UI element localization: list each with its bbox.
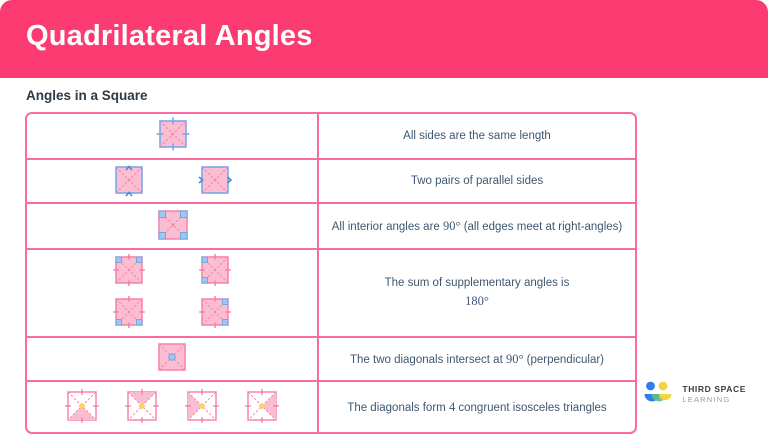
brand-name-line2: LEARNING [682,394,731,404]
table-row: Two pairs of parallel sides [27,160,635,204]
text-part-b: (all edges meet at right-angles) [460,220,623,233]
degree-symbol: ° [455,218,461,233]
square-top-pair-angles-icon [113,254,145,286]
square-left-pair-angles-icon [199,254,231,286]
square-diagonals-center-marker-icon [158,343,186,371]
text-part-a: All interior angles are [331,220,443,233]
brand-logo-text: THIRD SPACE LEARNING [682,385,746,403]
degree-symbol: ° [483,294,489,308]
table-row: The two diagonals intersect at 90° (perp… [27,338,635,382]
square-right-triangle-icon [245,389,279,423]
description-equal-sides: All sides are the same length [403,129,551,142]
description-parallel-sides: Two pairs of parallel sides [410,174,544,187]
description-diagonals-perpendicular: The two diagonals intersect at 90° (perp… [319,338,635,380]
page-title: Quadrilateral Angles [26,20,313,52]
triangle-count: 4 [448,399,456,414]
square-top-triangle-icon [125,389,159,423]
square-bottom-triangle-icon [65,389,99,423]
text-part-b: (perpendicular) [523,353,605,366]
text-part-a: The two diagonals intersect at [349,353,506,366]
third-space-learning-mark-icon [644,381,672,402]
square-four-right-angle-marks-icon [158,210,188,240]
figure-cell-supplementary-angles [27,250,319,336]
angle-sum-value: 180 [465,294,484,308]
figure-cell-congruent-triangles [27,382,319,432]
square-vertical-parallel-arrows-icon [198,166,233,194]
text-part-b: congruent isosceles triangles [455,401,607,414]
brand-name-line1: THIRD SPACE [682,384,746,394]
table-row: The diagonals form 4 congruent isosceles… [27,382,635,432]
square-with-equal-side-ticks-icon [156,117,190,151]
angle-value: 90 [505,351,519,366]
table-row: The sum of supplementary angles is 180° [27,250,635,338]
degree-symbol: ° [518,351,524,366]
description-supplementary-angles: The sum of supplementary angles is 180° [319,250,635,336]
description-congruent-triangles: The diagonals form 4 congruent isosceles… [319,382,635,432]
figure-cell-parallel-sides [27,160,319,202]
square-horizontal-parallel-arrows-icon [115,165,143,197]
properties-table: All sides are the same length [25,112,637,434]
square-bottom-pair-angles-icon [113,296,145,328]
figure-cell-diagonals-perpendicular [27,338,319,380]
square-left-triangle-icon [185,389,219,423]
section-subtitle: Angles in a Square [26,88,148,103]
description-interior-angles: All interior angles are 90° (all edges m… [319,204,635,248]
square-right-pair-angles-icon [199,296,231,328]
brand-logo: THIRD SPACE LEARNING [642,379,746,409]
table-row: All interior angles are 90° (all edges m… [27,204,635,250]
figure-cell-interior-angles [27,204,319,248]
page-header: Quadrilateral Angles [0,0,768,78]
text-part-a: The sum of supplementary angles is [384,277,570,290]
text-part-a: The diagonals form [347,401,449,414]
figure-cell-equal-sides [27,114,319,158]
table-row: All sides are the same length [27,114,635,160]
angle-value: 90 [443,218,456,233]
